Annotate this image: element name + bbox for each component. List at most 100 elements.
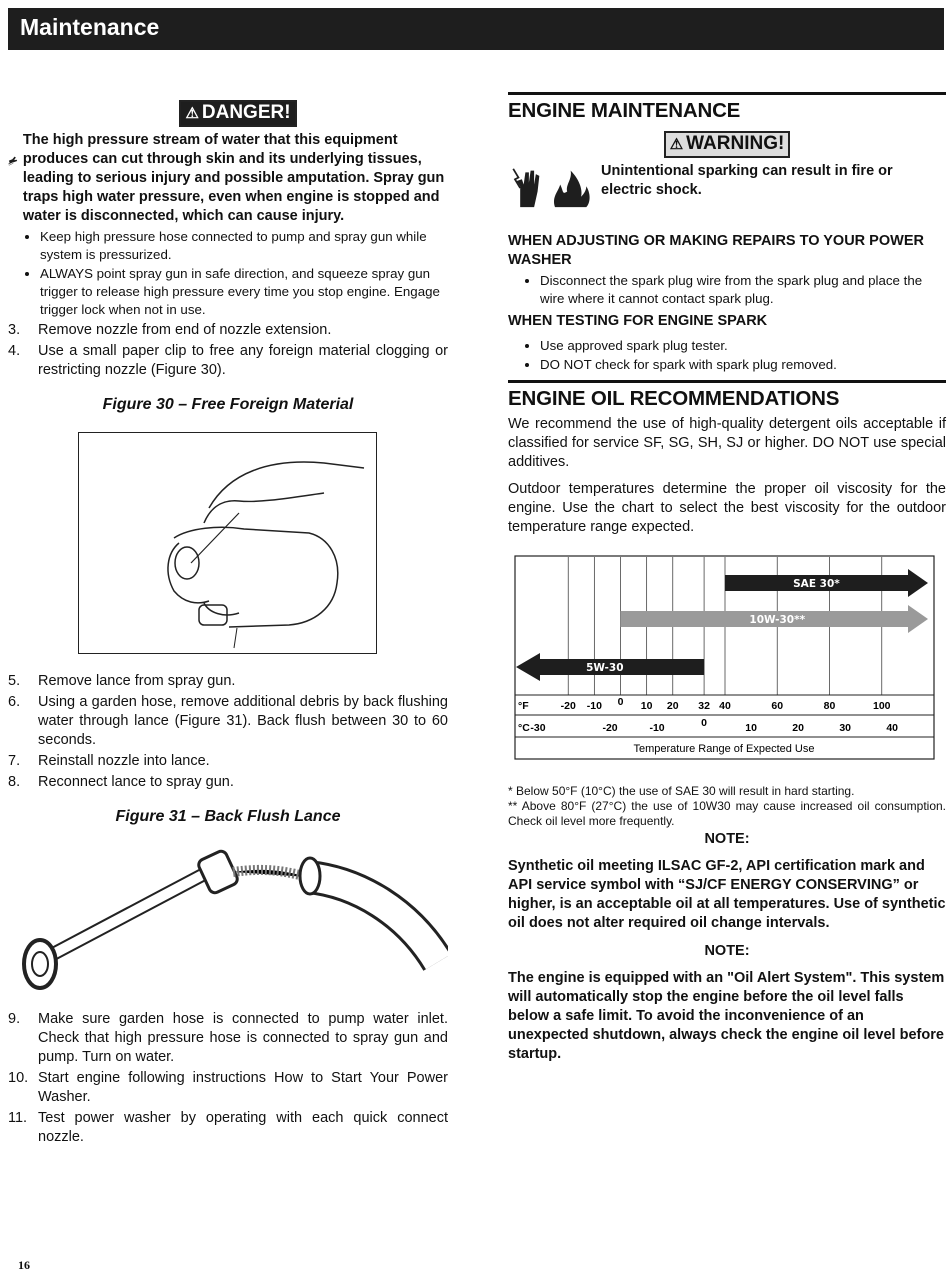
figure-31-caption: Figure 31 – Back Flush Lance xyxy=(115,808,341,825)
step-text: Remove lance from spray gun. xyxy=(38,673,236,689)
warning-badge-label: WARNING! xyxy=(686,133,785,154)
danger-badge-label: DANGER! xyxy=(201,102,291,123)
warning-badge: ⚠WARNING! xyxy=(663,131,791,158)
page-number: 16 xyxy=(18,1258,30,1272)
warning-block: Unintentional sparking can result in fir… xyxy=(508,162,946,214)
step-text: Use a small paper clip to free any forei… xyxy=(38,343,448,378)
step-text: Start engine following instructions How … xyxy=(38,1070,448,1105)
left-column: ⚠DANGER! The high pressure stream of wat… xyxy=(8,100,453,1149)
step-number: 6. xyxy=(8,694,21,710)
step-number: 3. xyxy=(8,322,21,338)
series-bar xyxy=(620,605,928,633)
list-item: Use approved spark plug tester. xyxy=(540,337,946,355)
c-tick-label: 0 xyxy=(701,717,707,729)
danger-block: The high pressure stream of water that t… xyxy=(8,131,448,226)
step-text: Reinstall nozzle into lance. xyxy=(38,753,210,769)
f-tick-label: 100 xyxy=(873,700,891,712)
series-label: SAE 30* xyxy=(793,578,840,590)
f-tick-label: 60 xyxy=(771,700,783,712)
list-item: 4. Use a small paper clip to free any for… xyxy=(8,342,448,380)
step-text: Test power washer by operating with each… xyxy=(38,1110,448,1145)
step-number: 8. xyxy=(8,774,21,790)
oil-paragraph-1: We recommend the use of high-quality det… xyxy=(508,416,946,470)
list-item: 11. Test power washer by operating with e… xyxy=(8,1109,448,1147)
testing-bullet-list: Use approved spark plug tester. DO NOT c… xyxy=(508,337,946,374)
figure-30-image xyxy=(78,432,377,654)
engine-maintenance-title: ENGINE MAINTENANCE xyxy=(508,92,946,123)
c-tick-label: 20 xyxy=(792,722,804,734)
danger-text: The high pressure stream of water that t… xyxy=(22,132,445,224)
list-item: 7. Reinstall nozzle into lance. xyxy=(8,752,448,771)
subheading-testing: WHEN TESTING FOR ENGINE SPARK xyxy=(508,313,768,329)
c-unit-label: °C xyxy=(518,722,530,734)
footnote-sae30: * Below 50°F (10°C) the use of SAE 30 wi… xyxy=(508,784,855,798)
subheading-adjusting: WHEN ADJUSTING OR MAKING REPAIRS TO YOUR… xyxy=(508,233,924,268)
hands-illustration xyxy=(167,461,365,649)
steps-list-b: 5.Remove lance from spray gun. 6. Using a… xyxy=(8,672,448,792)
list-item: 9. Make sure garden hose is connected to … xyxy=(8,1010,448,1067)
f-tick-label: -20 xyxy=(561,700,576,712)
f-tick-label: 32 xyxy=(698,700,710,712)
step-number: 7. xyxy=(8,753,21,769)
list-item: Disconnect the spark plug wire from the … xyxy=(540,272,946,308)
page-title: Maintenance xyxy=(20,14,160,40)
series-bar xyxy=(725,569,928,597)
warning-text: Unintentional sparking can result in fir… xyxy=(601,163,893,198)
footnote-10w30: ** Above 80°F (27°C) the use of 10W30 ma… xyxy=(508,799,946,828)
f-tick-label: 80 xyxy=(824,700,836,712)
adjusting-bullet-list: Disconnect the spark plug wire from the … xyxy=(508,272,946,308)
c-tick-label: 30 xyxy=(839,722,851,734)
list-item: ALWAYS point spray gun in safe direction… xyxy=(40,265,448,319)
step-text: Using a garden hose, remove additional d… xyxy=(38,694,448,748)
c-tick-label: -30 xyxy=(530,722,545,734)
f-tick-label: 10 xyxy=(641,700,653,712)
lance-hose-illustration xyxy=(22,849,453,990)
right-column: ENGINE MAINTENANCE ⚠WARNING! Unintention… xyxy=(508,92,946,1064)
steps-list-c: 9. Make sure garden hose is connected to … xyxy=(8,1010,448,1147)
danger-badge-row: ⚠DANGER! xyxy=(28,100,448,127)
danger-bullet-list: Keep high pressure hose connected to pum… xyxy=(8,228,448,319)
c-tick-label: 10 xyxy=(745,722,757,734)
c-tick-label: -20 xyxy=(602,722,617,734)
figure-31-image xyxy=(8,832,453,1002)
f-tick-label: 20 xyxy=(667,700,679,712)
step-text: Remove nozzle from end of nozzle extensi… xyxy=(38,322,332,338)
note-synthetic-oil: Synthetic oil meeting ILSAC GF-2, API ce… xyxy=(508,858,946,931)
list-item: Keep high pressure hose connected to pum… xyxy=(40,228,448,264)
list-item: DO NOT check for spark with spark plug r… xyxy=(540,356,946,374)
series-bar xyxy=(516,653,705,681)
footnotes: * Below 50°F (10°C) the use of SAE 30 wi… xyxy=(508,784,946,829)
step-text: Reconnect lance to spray gun. xyxy=(38,774,234,790)
step-text: Make sure garden hose is connected to pu… xyxy=(38,1011,448,1065)
step-number: 4. xyxy=(8,343,21,359)
warning-triangle-icon: ⚠ xyxy=(185,105,199,122)
list-item: 3. Remove nozzle from end of nozzle exten… xyxy=(8,321,448,340)
c-tick-label: 40 xyxy=(886,722,898,734)
steps-list-a: 3. Remove nozzle from end of nozzle exten… xyxy=(8,321,448,380)
header-bar: Maintenance xyxy=(8,8,944,50)
list-item: 6. Using a garden hose, remove additional… xyxy=(8,693,448,750)
step-number: 11. xyxy=(8,1110,28,1126)
f-tick-label: 0 xyxy=(618,696,624,708)
danger-badge: ⚠DANGER! xyxy=(179,100,297,127)
list-item: 5.Remove lance from spray gun. xyxy=(8,672,448,691)
series-label: 10W-30** xyxy=(749,614,805,626)
step-number: 9. xyxy=(8,1011,21,1027)
note-heading-1: NOTE: xyxy=(704,831,750,847)
note-oil-alert: The engine is equipped with an "Oil Aler… xyxy=(508,970,945,1062)
c-tick-label: -10 xyxy=(649,722,664,734)
shock-fire-icon xyxy=(512,168,590,208)
list-item: 10. Start engine following instructions H… xyxy=(8,1069,448,1107)
warning-triangle-icon: ⚠ xyxy=(669,136,684,153)
warning-badge-row: ⚠WARNING! xyxy=(508,131,946,158)
f-unit-label: °F xyxy=(518,700,529,712)
oil-paragraph-2: Outdoor temperatures determine the prope… xyxy=(508,481,946,535)
x-axis-label: Temperature Range of Expected Use xyxy=(634,743,815,755)
engine-oil-title: ENGINE OIL RECOMMENDATIONS xyxy=(508,380,946,411)
note-heading-2: NOTE: xyxy=(704,943,750,959)
injection-hazard-icon xyxy=(8,156,18,166)
step-number: 10. xyxy=(8,1070,29,1086)
f-tick-label: -10 xyxy=(587,700,602,712)
